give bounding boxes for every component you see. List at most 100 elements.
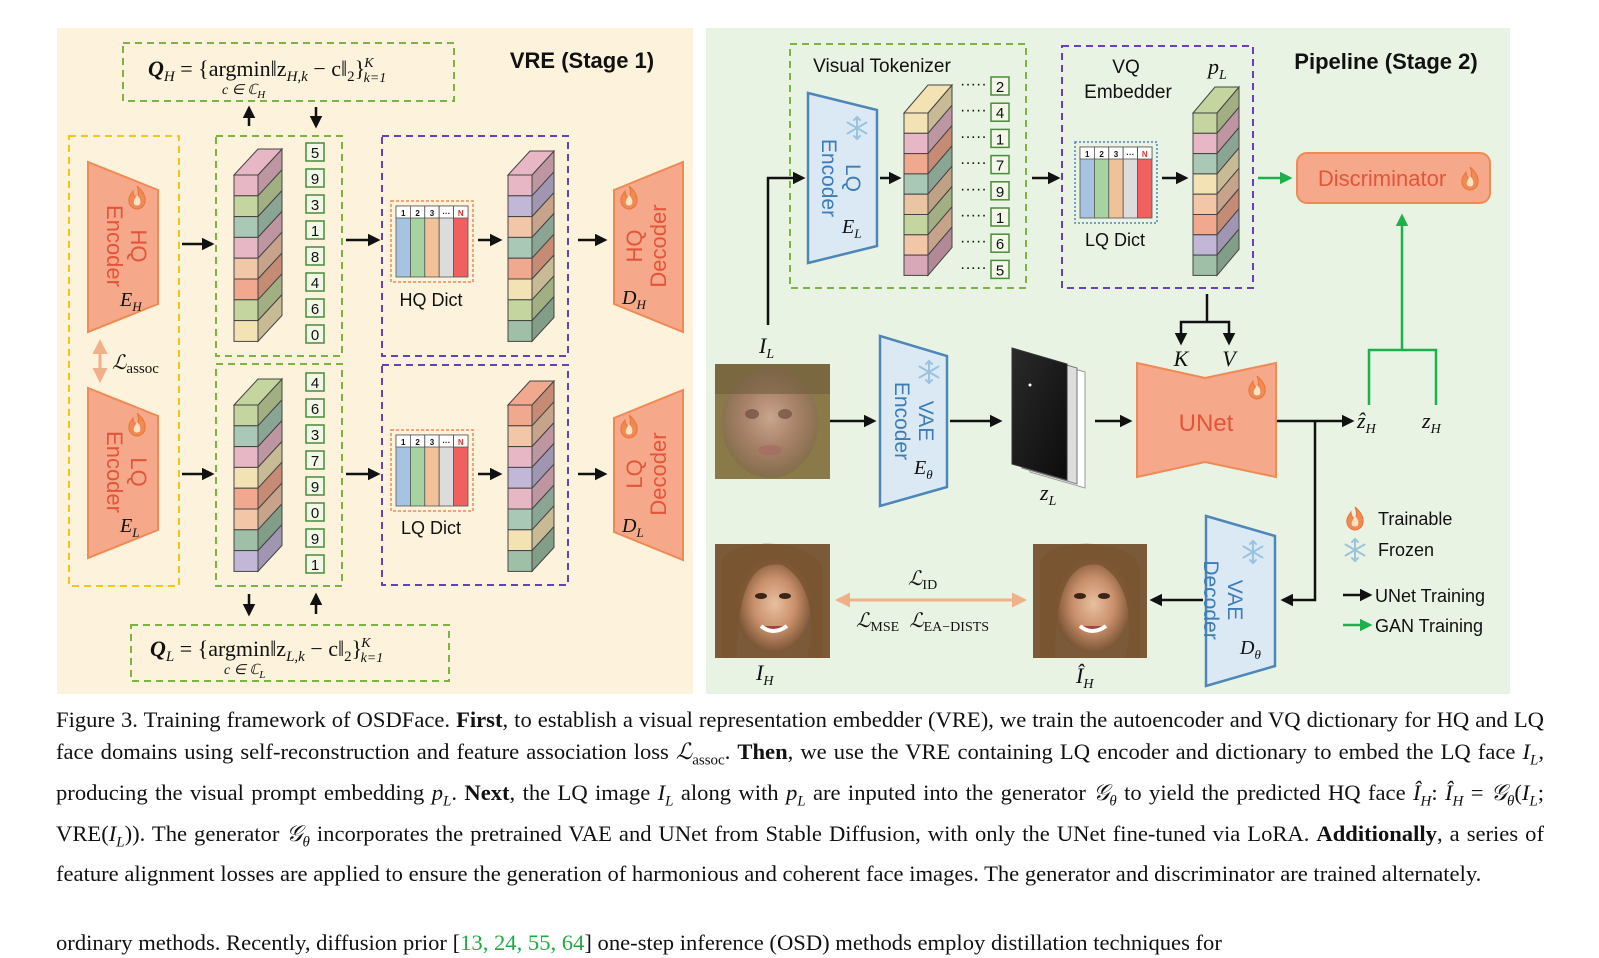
feature-cell [507, 466, 533, 489]
index-box [305, 220, 325, 240]
next-text-line: ordinary methods. Recently, diffusion pr… [56, 930, 1222, 955]
lq-feature-box [215, 363, 343, 587]
token-dots: ····· [960, 233, 987, 250]
loss-id: ℒID [908, 568, 937, 593]
feature-cell [903, 214, 929, 236]
svg-text:Encoder: Encoder [890, 382, 913, 460]
stage1-title: VRE (Stage 1) [510, 48, 654, 73]
stage2-title: Pipeline (Stage 2) [1294, 49, 1477, 74]
pL-embedding-stack [1191, 85, 1241, 277]
dict-col-label: 2 [415, 209, 420, 218]
hq-decoder: HQ Decoder DH [613, 160, 684, 334]
index-box [305, 142, 325, 162]
stage1-panel [57, 28, 693, 694]
dict-frame [390, 200, 474, 283]
index-box [990, 102, 1010, 122]
index-value: 5 [996, 262, 1004, 279]
feature-cell [233, 425, 259, 448]
index-value: 9 [311, 531, 319, 548]
feature-cell [233, 216, 259, 238]
index-value: 7 [996, 158, 1004, 175]
feature-cell [903, 193, 929, 215]
feature-cell [233, 446, 259, 468]
lq-face-image [715, 364, 830, 479]
index-value: 4 [311, 375, 319, 392]
token-dots: ····· [960, 128, 987, 145]
discriminator: Discriminator [1296, 152, 1491, 204]
dict-col-label: N [1142, 150, 1148, 159]
token-dots: ····· [960, 259, 987, 276]
feature-cell [507, 257, 533, 280]
index-value: 4 [996, 105, 1004, 122]
dict-frame [390, 429, 474, 512]
feature-cell-top [1191, 86, 1241, 114]
feature-cell [507, 195, 533, 218]
token-dots: ····· [960, 207, 987, 224]
zhat-H-label: ẑH [1356, 408, 1377, 437]
tokenizer-feature-stack [902, 83, 954, 277]
hq-quantized-stack [506, 149, 556, 343]
token-dots: ····· [960, 76, 987, 93]
svg-text:QL = {argmin‖zL,k − c‖2}Kk=1: QL = {argmin‖zL,k − c‖2}Kk=1 [150, 636, 383, 666]
feature-cell [233, 195, 259, 218]
feature-cell-side [927, 225, 953, 277]
figure-caption: Figure 3. Training framework of OSDFace.… [56, 707, 1545, 887]
index-value: 0 [311, 505, 319, 522]
arrow-V [1207, 320, 1236, 346]
ground-truth-face-image [715, 543, 830, 658]
lq-dict-label: LQ Dict [401, 518, 461, 538]
dict-col-label: 1 [401, 438, 406, 447]
index-box [305, 324, 325, 344]
index-box [305, 168, 325, 188]
svg-text:LQ: LQ [126, 457, 151, 486]
svg-text:HQ: HQ [126, 230, 151, 263]
lq-quantized-stack [506, 379, 556, 573]
dict-col-label: N [458, 438, 464, 447]
index-box [990, 233, 1010, 253]
index-value: 1 [996, 131, 1004, 148]
index-value: 0 [311, 327, 319, 344]
index-value: 8 [311, 249, 319, 266]
index-value: 3 [311, 427, 319, 444]
feature-cell [903, 153, 929, 175]
feature-cell [507, 320, 533, 342]
feature-cell [507, 425, 533, 448]
visual-tokenizer-label: Visual Tokenizer [813, 56, 951, 77]
dict-header-cell [1137, 146, 1153, 160]
dict-col-label: N [458, 209, 464, 218]
svg-text:LQ: LQ [841, 164, 864, 192]
svg-text:Decoder: Decoder [1199, 560, 1222, 639]
index-box [990, 154, 1010, 175]
feature-cell [903, 254, 929, 276]
dict-header-cell [453, 434, 469, 448]
index-box [305, 476, 325, 496]
feature-cell-top [902, 84, 954, 114]
zL-label: zL [1039, 480, 1057, 509]
hq-encoder: HQ Encoder EH [87, 160, 159, 334]
IhatH-label: ÎH [1075, 663, 1094, 692]
index-value: 6 [996, 236, 1004, 253]
feature-cell [233, 529, 259, 552]
lq-encoder-stage1: LQ Encoder EL [87, 386, 159, 560]
feature-cell [903, 112, 929, 134]
dict-frame [1074, 141, 1158, 224]
svg-text:EL: EL [841, 216, 861, 241]
index-box [305, 372, 325, 392]
legend: Trainable Frozen UNet Training GAN Train… [1343, 506, 1485, 636]
token-dots: ····· [960, 102, 987, 119]
feature-cell-side [531, 295, 555, 343]
svg-text:c ∈ ℂH: c ∈ ℂH [222, 83, 266, 101]
index-box [990, 181, 1010, 201]
svg-text:Discriminator: Discriminator [1318, 166, 1446, 191]
svg-text:Eθ: Eθ [913, 457, 933, 482]
index-box [305, 424, 325, 444]
K-label: K [1173, 346, 1190, 371]
assoc-loss: ℒassoc [112, 352, 159, 377]
feature-cell [903, 173, 929, 195]
token-dots: ····· [960, 181, 987, 198]
lq-dict-box [381, 364, 569, 586]
feature-cell-side [257, 523, 283, 573]
